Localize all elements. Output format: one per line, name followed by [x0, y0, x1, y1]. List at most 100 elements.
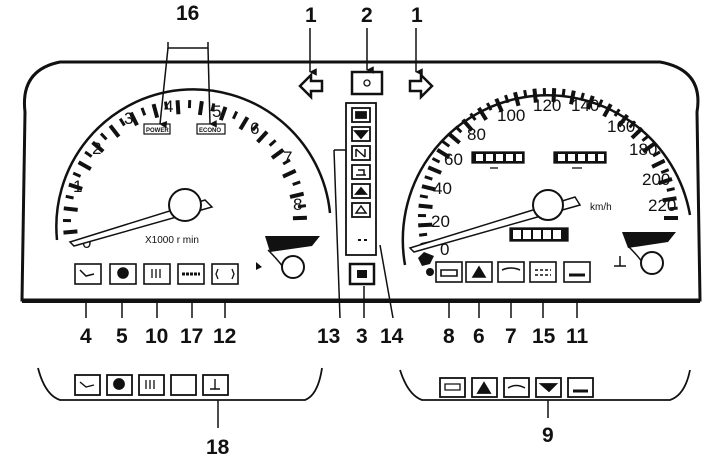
callout-4: 4 [80, 325, 92, 348]
speedometer-tick [579, 92, 585, 102]
fuel-pump-icon [614, 256, 626, 267]
callout-15: 15 [532, 325, 556, 348]
speedometer-tick [586, 95, 595, 110]
callout-10: 10 [145, 325, 168, 348]
power-indicator: POWER [143, 123, 171, 135]
speedometer-tick [532, 88, 538, 103]
tachometer-tick [238, 116, 250, 131]
tachometer-tick [282, 158, 291, 166]
speedometer-tick [486, 102, 493, 111]
tachometer: 0 1 2 3 4 5 6 7 8 POWER ECONO X1000 r mi… [55, 88, 332, 279]
speedometer-tick [469, 112, 477, 121]
tachometer-tick [251, 123, 259, 132]
panel9-indicator-2 [471, 377, 498, 398]
tach-number-8: 8 [293, 195, 302, 214]
speedometer-tick [662, 196, 677, 203]
indicator-15 [529, 261, 557, 283]
speedometer-needle [408, 189, 582, 253]
speedometer-tick [652, 150, 661, 158]
speedometer-tick [436, 148, 451, 159]
tachometer-tick [231, 110, 239, 120]
tachometer-arc [55, 88, 332, 241]
tachometer-tick [77, 160, 92, 171]
tachometer-tick [197, 100, 204, 116]
speedometer-tick [630, 126, 644, 140]
warning-light-5 [351, 183, 371, 199]
right-indicator-row [435, 261, 591, 283]
tachometer-tick [175, 100, 181, 115]
callout-2: 2 [361, 4, 373, 27]
tachometer-tick [72, 171, 82, 178]
indicator-4 [74, 263, 102, 285]
indicator-8 [435, 261, 463, 283]
panel9-indicator-4 [535, 377, 562, 398]
speedometer-ticks [417, 88, 678, 247]
tach-number-3: 3 [124, 109, 133, 128]
panel18-indicator-1 [74, 374, 101, 396]
turn-arrow-left-icon [298, 71, 324, 101]
speedometer-tick [602, 103, 613, 118]
panel9-indicator-3 [503, 377, 530, 398]
tachometer-tick [210, 103, 216, 112]
panel9-indicator-5 [567, 377, 594, 398]
speedometer-tick [669, 206, 678, 211]
speed-unit-label: km/h [590, 202, 612, 213]
speedometer-tick [418, 232, 428, 237]
speedometer-tick [613, 108, 621, 117]
speedometer-tick [421, 184, 437, 192]
speedometer-tick [494, 97, 504, 113]
tach-number-4: 4 [164, 97, 173, 116]
center-column [298, 70, 434, 286]
speedometer-tick [658, 177, 673, 186]
callout-7: 7 [505, 325, 517, 348]
speed-number-80: 80 [467, 125, 486, 144]
tachometer-tick [151, 103, 160, 119]
speed-number-0: 0 [440, 240, 449, 259]
tachometer-tick [108, 124, 121, 138]
panel18-indicator-2 [106, 374, 133, 396]
panel18-indicator-5 [202, 374, 229, 396]
speedometer-tick [441, 140, 451, 148]
trip-counter [509, 227, 569, 242]
warning-light-2 [351, 126, 371, 142]
tachometer-needle [68, 188, 214, 247]
speedometer-tick [597, 99, 604, 108]
econo-label: ECONO [199, 128, 221, 134]
power-label: POWER [146, 128, 169, 134]
tachometer-tick [63, 229, 78, 235]
callout-5: 5 [116, 325, 128, 348]
callout-8: 8 [443, 325, 455, 348]
callout-14: 14 [380, 325, 404, 348]
temperature-gauge [256, 236, 320, 279]
speedometer-tick [651, 158, 666, 169]
tachometer-tick [129, 111, 139, 127]
speed-number-100: 100 [497, 106, 525, 125]
speedometer-tick [569, 90, 576, 105]
tach-number-7: 7 [283, 148, 292, 167]
speedometer-tick [431, 157, 441, 164]
callout-numbers: 16 1 2 1 4 5 10 17 12 13 3 14 8 6 7 15 1… [80, 2, 589, 459]
center-bottom-indicator [348, 262, 376, 286]
indicator-11 [563, 261, 591, 283]
speed-number-160: 160 [607, 117, 635, 136]
lower-right-panel [399, 369, 691, 401]
speedometer-tick [454, 125, 463, 134]
speedometer-tick [418, 203, 433, 209]
fuel-gauge [614, 232, 676, 275]
engine-icon [418, 252, 434, 276]
indicator-17 [177, 263, 205, 285]
speedometer-tick [641, 141, 656, 154]
coolant-icon [256, 262, 262, 270]
speedometer-tick [477, 106, 488, 121]
callout-6: 6 [473, 325, 485, 348]
tachometer-tick [163, 101, 169, 110]
callout-17: 17 [180, 325, 203, 348]
speedometer-tick [628, 120, 637, 129]
speedometer-numbers: 0 20 40 60 80 100 120 140 160 180 200 22… [431, 96, 676, 259]
warning-light-panel [345, 102, 377, 256]
odometer [471, 151, 525, 169]
tachometer-ticks [62, 100, 307, 235]
callout-1-right: 1 [411, 4, 423, 27]
speed-number-220: 220 [648, 196, 676, 215]
speed-number-140: 140 [571, 96, 599, 115]
